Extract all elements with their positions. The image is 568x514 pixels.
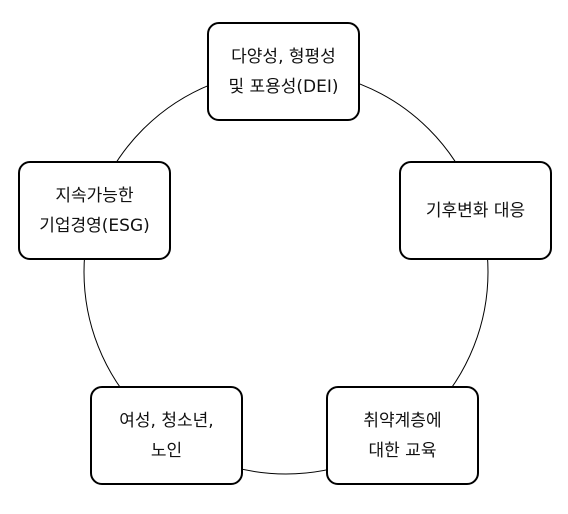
node-women-youth-elderly-label: 여성, 청소년, 노인 bbox=[119, 410, 214, 461]
node-esg: 지속가능한 기업경영(ESG) bbox=[18, 161, 171, 260]
node-dei-label: 다양성, 형평성 및 포용성(DEI) bbox=[228, 46, 339, 97]
node-vulnerable-education-label: 취약계층에 대한 교육 bbox=[363, 410, 442, 461]
node-women-youth-elderly: 여성, 청소년, 노인 bbox=[90, 386, 243, 485]
node-dei: 다양성, 형평성 및 포용성(DEI) bbox=[207, 22, 360, 121]
node-climate-response: 기후변화 대응 bbox=[399, 161, 552, 260]
node-vulnerable-education: 취약계층에 대한 교육 bbox=[326, 386, 479, 485]
node-esg-label: 지속가능한 기업경영(ESG) bbox=[39, 185, 150, 236]
node-climate-response-label: 기후변화 대응 bbox=[425, 200, 526, 221]
